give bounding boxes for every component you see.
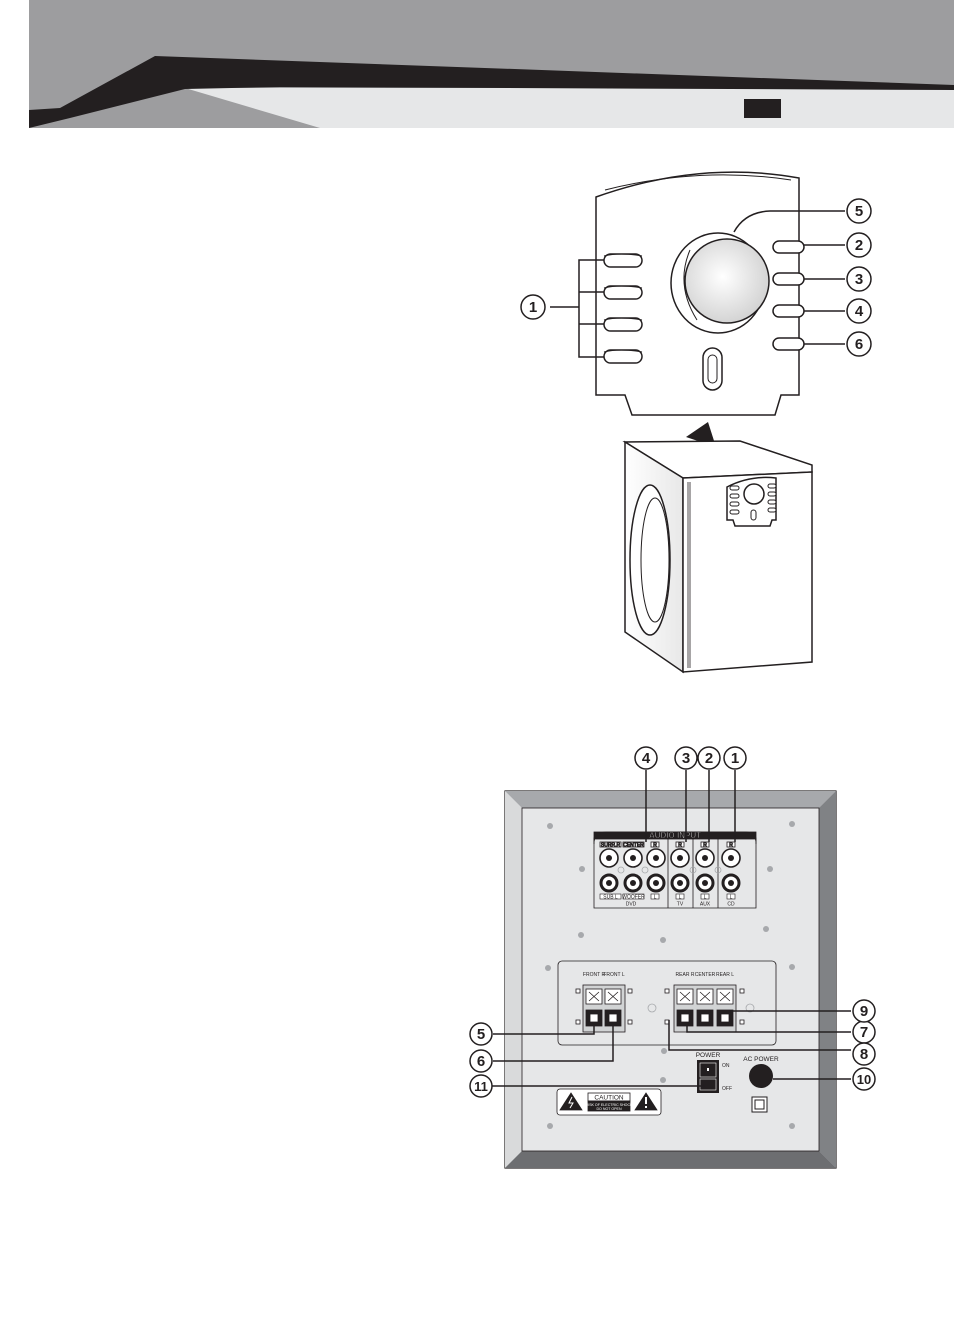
- rear-callout-5: 5: [470, 1023, 492, 1045]
- svg-text:R: R: [703, 843, 707, 849]
- svg-text:L: L: [654, 895, 657, 901]
- svg-text:4: 4: [855, 303, 864, 320]
- front-control-panel: [550, 172, 845, 415]
- svg-text:CAUTION: CAUTION: [594, 1095, 624, 1102]
- panel-indicator: [703, 348, 722, 390]
- subwoofer-cabinet: [625, 441, 812, 672]
- svg-text:TV: TV: [677, 902, 684, 908]
- header-light-band: [185, 88, 954, 128]
- svg-text:5: 5: [477, 1026, 485, 1043]
- svg-text:CD: CD: [727, 902, 735, 908]
- svg-text:2: 2: [705, 750, 713, 767]
- svg-text:3: 3: [682, 750, 690, 767]
- svg-text:DO NOT OPEN: DO NOT OPEN: [596, 1107, 621, 1111]
- svg-text:FRONT R: FRONT R: [583, 972, 606, 978]
- svg-text:1: 1: [529, 299, 537, 316]
- svg-text:REAR R: REAR R: [676, 972, 695, 978]
- svg-text:L: L: [679, 895, 682, 901]
- svg-text:9: 9: [860, 1003, 868, 1020]
- svg-text:OFF: OFF: [722, 1086, 732, 1092]
- svg-text:WOOFER: WOOFER: [622, 895, 645, 901]
- front-callout-4: 4: [847, 299, 871, 323]
- svg-text:R: R: [729, 843, 733, 849]
- rear-callout-4: 4: [635, 747, 657, 769]
- svg-text:4: 4: [642, 750, 651, 767]
- svg-text:AUX: AUX: [700, 902, 711, 908]
- front-callout-3: 3: [847, 267, 871, 291]
- svg-text:SURR.R: SURR.R: [601, 843, 621, 849]
- rear-callout-9: 9: [853, 1000, 875, 1022]
- rear-callout-3: 3: [675, 747, 697, 769]
- svg-text:FRONT L: FRONT L: [603, 972, 625, 978]
- rear-callout-1: 1: [724, 747, 746, 769]
- svg-text:AC POWER: AC POWER: [743, 1056, 779, 1063]
- svg-text:AUDIO INPUT: AUDIO INPUT: [649, 831, 701, 840]
- rear-callout-6: 6: [470, 1050, 492, 1072]
- front-callout-5: 5: [847, 199, 871, 223]
- svg-text:R: R: [653, 843, 657, 849]
- front-callout-2: 2: [847, 233, 871, 257]
- svg-text:2: 2: [855, 237, 863, 254]
- rear-callout-2: 2: [698, 747, 720, 769]
- svg-text:CENTER: CENTER: [623, 843, 644, 849]
- svg-text:L: L: [704, 895, 707, 901]
- rear-callout-8: 8: [853, 1043, 875, 1065]
- caution-label: [557, 1089, 661, 1115]
- svg-text:ON: ON: [722, 1063, 730, 1069]
- svg-text:7: 7: [860, 1024, 868, 1041]
- svg-text:10: 10: [857, 1072, 871, 1087]
- header-banner: [29, 0, 954, 128]
- svg-text:8: 8: [860, 1046, 868, 1063]
- svg-text:11: 11: [474, 1079, 488, 1094]
- svg-text:3: 3: [855, 271, 863, 288]
- header-black-tab: [744, 99, 781, 118]
- power-switch: [697, 1060, 719, 1093]
- svg-text:REAR L: REAR L: [716, 972, 734, 978]
- front-callout-1: 1: [521, 295, 545, 319]
- svg-text:CENTER: CENTER: [695, 972, 716, 978]
- front-callout-6: 6: [847, 332, 871, 356]
- rear-callout-10: 10: [853, 1068, 875, 1090]
- svg-text:DVD: DVD: [626, 902, 637, 908]
- svg-text:1: 1: [731, 750, 739, 767]
- svg-text:SUB L: SUB L: [603, 895, 618, 901]
- rear-callout-11: 11: [470, 1075, 492, 1097]
- svg-text:6: 6: [855, 336, 863, 353]
- rear-panel: AUDIO INPUT SURR.R CENTER R R R R: [492, 770, 851, 1168]
- svg-text:R: R: [678, 843, 682, 849]
- rear-callout-7: 7: [853, 1021, 875, 1043]
- svg-text:5: 5: [855, 203, 863, 220]
- svg-text:6: 6: [477, 1053, 485, 1070]
- svg-text:L: L: [730, 895, 733, 901]
- svg-text:POWER: POWER: [696, 1052, 721, 1059]
